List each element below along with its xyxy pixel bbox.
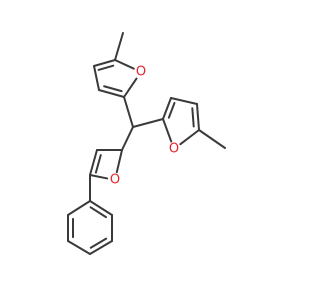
bond-9 [162, 97, 172, 120]
bond-18 [115, 149, 123, 174]
bond-22-double [89, 237, 108, 249]
bond-20 [89, 200, 113, 216]
bond-25 [67, 200, 91, 216]
bond-22 [89, 240, 113, 255]
bond-5 [114, 59, 135, 70]
bond-11-double [191, 107, 195, 128]
atom-labels-layer: O O O [110, 65, 179, 188]
bond-20-double [89, 206, 108, 219]
bond-3-double [103, 85, 123, 93]
bond-9-double [167, 101, 176, 119]
bond-1-double [97, 64, 115, 71]
oxygen-atom-label: O [110, 173, 120, 188]
bond-7 [132, 118, 164, 128]
bond-16 [89, 149, 98, 176]
bond-23 [67, 240, 91, 255]
bonds-layer [67, 32, 226, 255]
bond-17 [89, 174, 109, 180]
bond-8 [121, 126, 134, 151]
bond-0 [114, 32, 124, 61]
bond-1 [93, 59, 116, 67]
bond-10 [170, 97, 198, 105]
bond-3 [98, 89, 125, 98]
bond-14 [198, 129, 226, 149]
bond-4 [123, 77, 138, 98]
oxygen-atom-label: O [136, 65, 146, 80]
bond-12 [179, 129, 200, 146]
bond-6 [123, 96, 134, 128]
bond-2 [93, 65, 100, 91]
oxygen-atom-label: O [169, 142, 179, 157]
bond-11 [196, 103, 200, 131]
molecule-structure: O O O [67, 32, 226, 255]
bond-13 [162, 118, 173, 143]
bond-16-double [94, 154, 102, 174]
